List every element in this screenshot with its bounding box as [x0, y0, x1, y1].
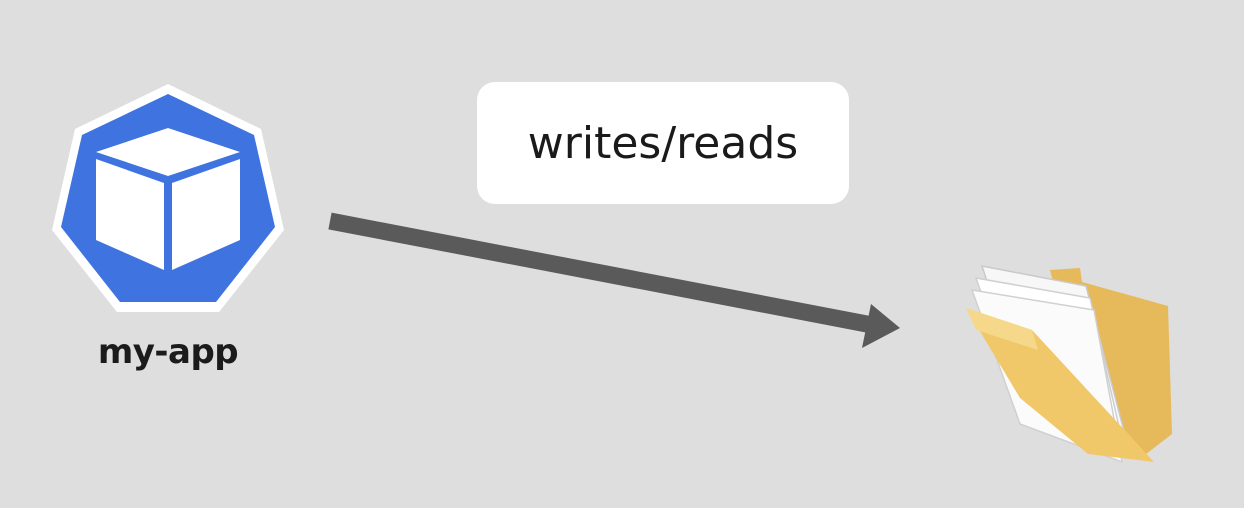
folder-icon	[958, 258, 1178, 468]
edge-label-text: writes/reads	[527, 117, 799, 169]
app-label: my-app	[97, 332, 239, 372]
edge-label: writes/reads	[477, 82, 849, 204]
kubernetes-pod-icon	[48, 82, 288, 322]
